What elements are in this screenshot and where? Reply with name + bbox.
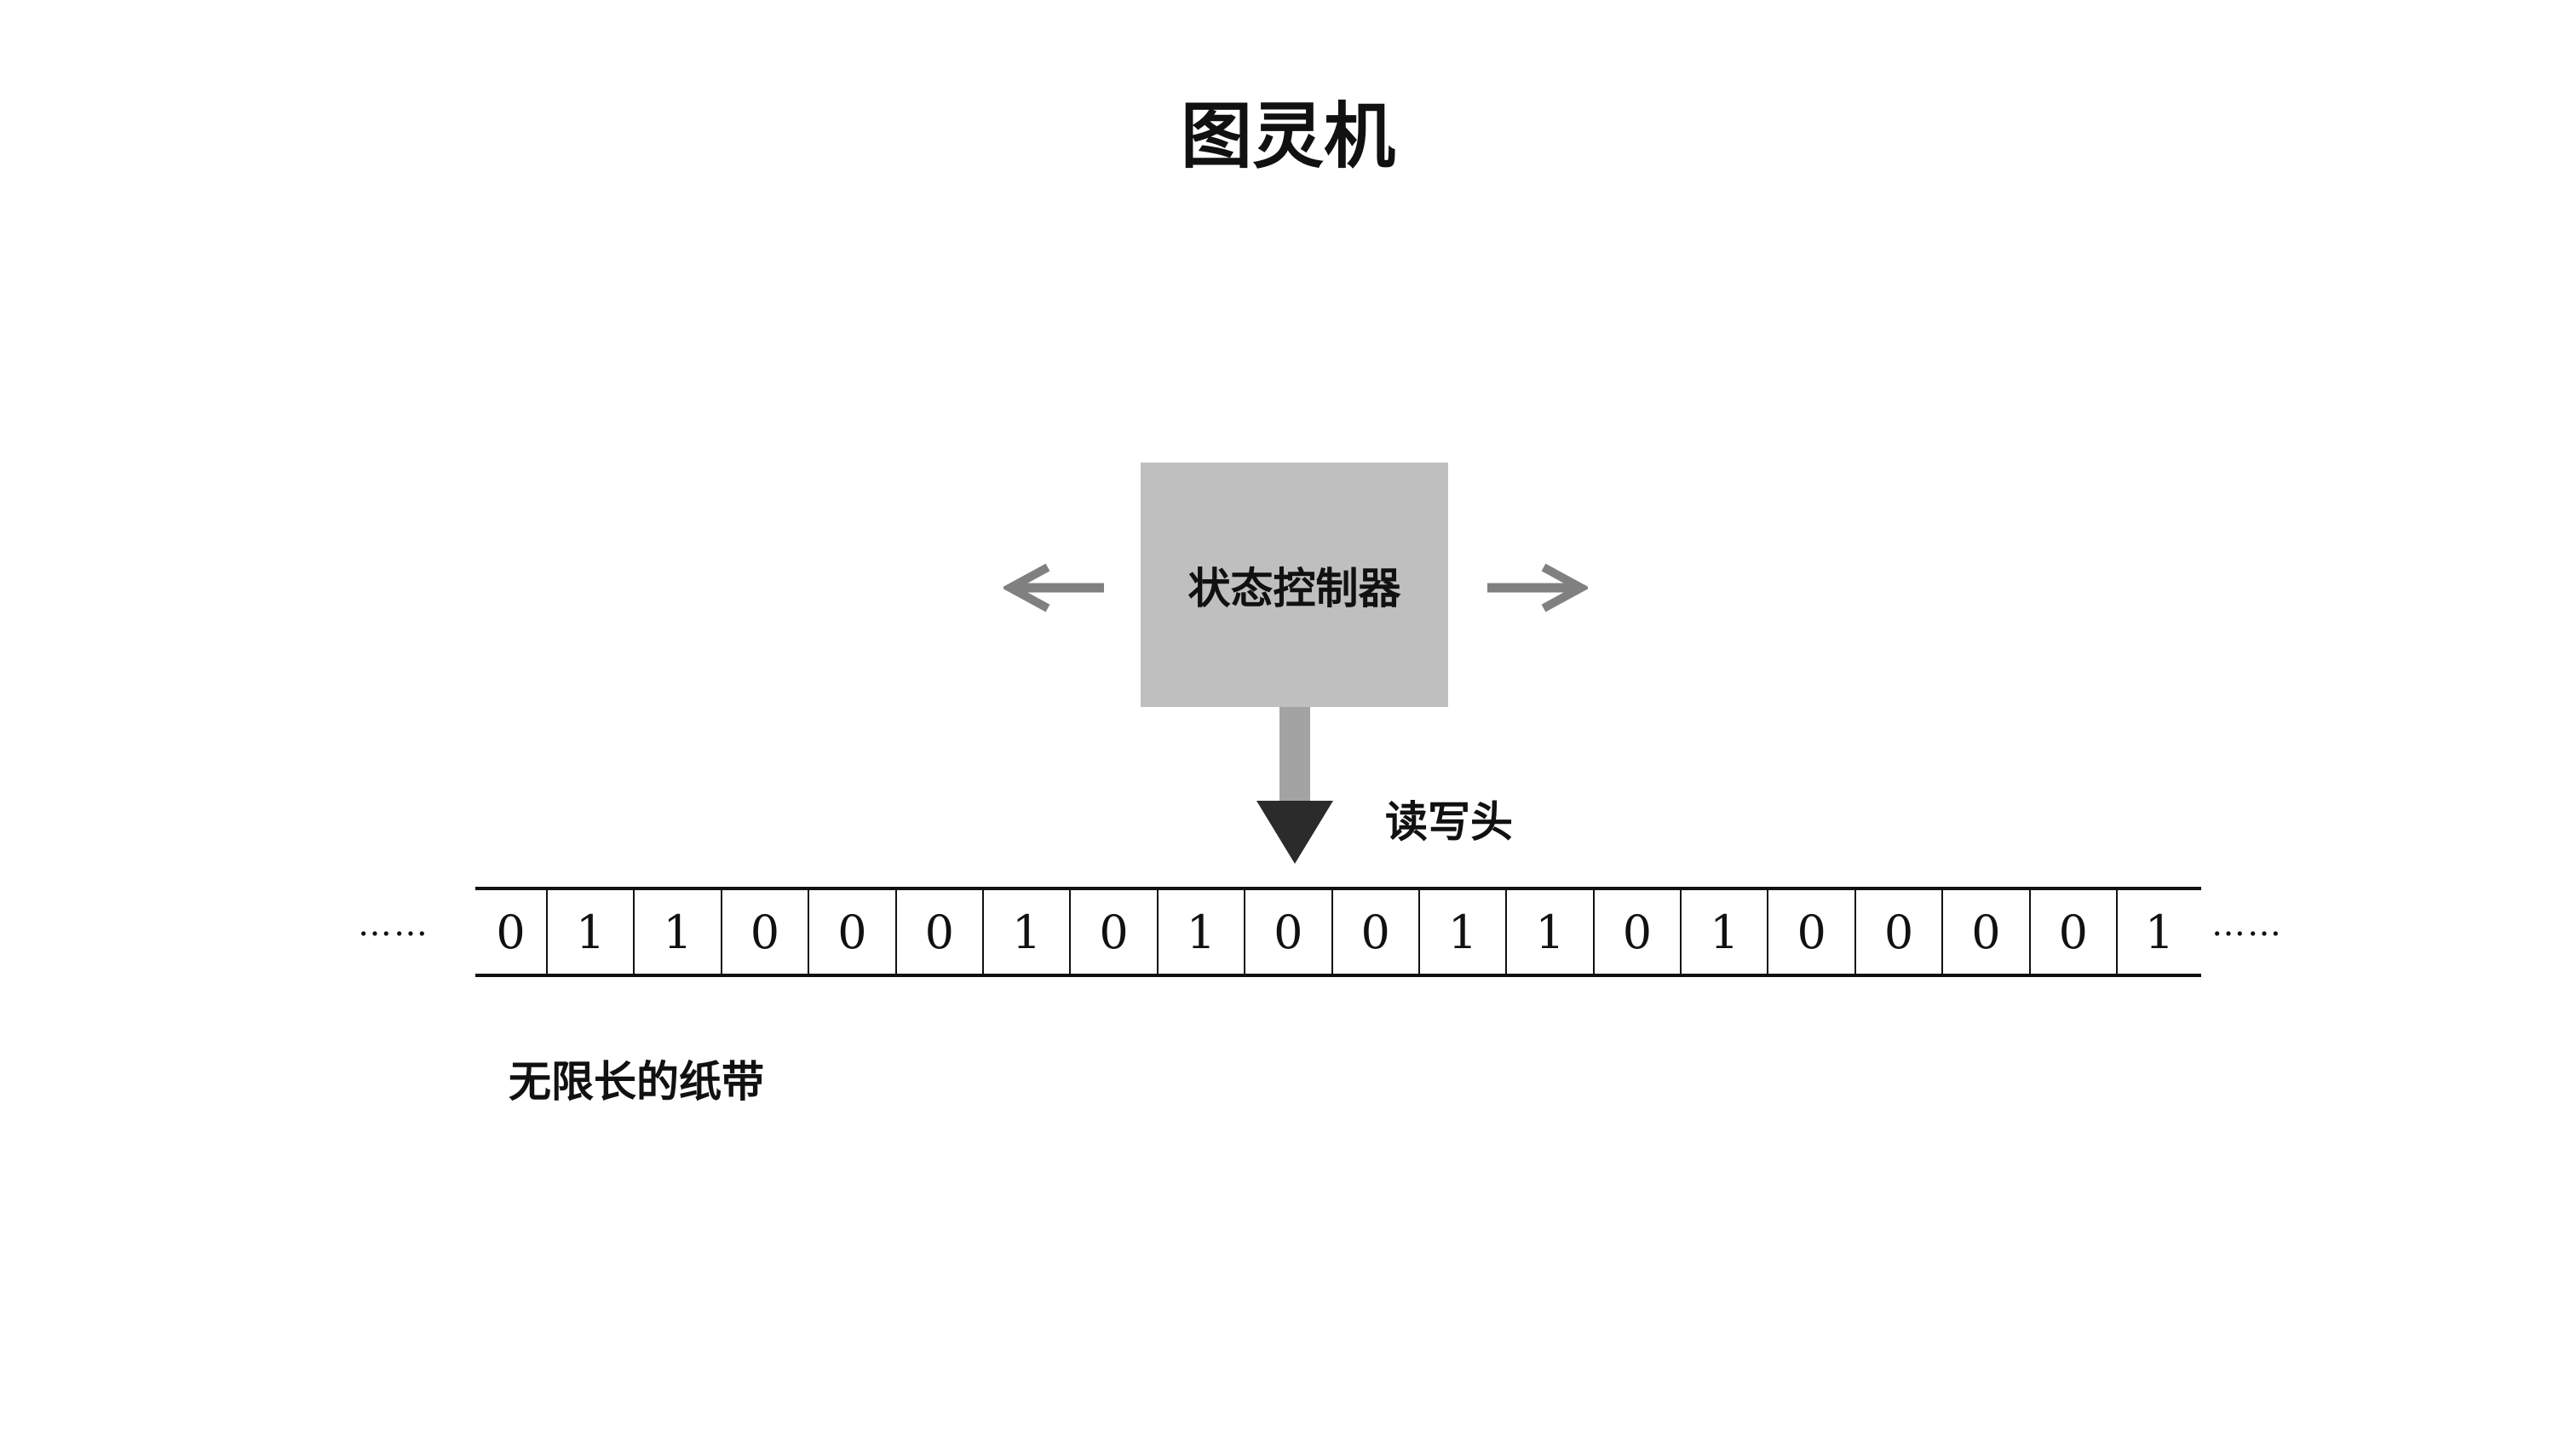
tape-cell: 0: [1595, 890, 1682, 974]
tape-cell: 0: [897, 890, 984, 974]
tape-cell: 0: [1245, 890, 1333, 974]
state-controller-box: 状态控制器: [1141, 463, 1448, 707]
tape-cell: 1: [1159, 890, 1246, 974]
diagram-title: 图灵机: [1180, 94, 1395, 178]
tape-cell: 1: [984, 890, 1072, 974]
tape-cell: 0: [722, 890, 810, 974]
tape-cell: 0: [1333, 890, 1420, 974]
tape-cell: 0: [809, 890, 897, 974]
arrow-left-icon: [1003, 563, 1104, 612]
state-controller-label: 状态控制器: [1187, 562, 1401, 613]
read-write-head-stem: [1279, 707, 1310, 802]
tape-cell: 0: [1943, 890, 2031, 974]
read-write-head-label: 读写头: [1385, 796, 1513, 847]
tape-cell: 0: [1856, 890, 1944, 974]
tape-cell: 0: [1768, 890, 1856, 974]
tape-cell: 1: [1420, 890, 1508, 974]
tape-cell: 1: [635, 890, 722, 974]
tape-cell: 1: [2144, 905, 2175, 959]
tape-label: 无限长的纸带: [509, 1056, 764, 1107]
read-write-head-pointer-icon: [1256, 801, 1333, 864]
tape-cell: 1: [1682, 890, 1769, 974]
tape-cell: 0: [2031, 890, 2119, 974]
tape-left-ellipsis: ……: [358, 905, 429, 944]
tape-cell: 0: [1071, 890, 1159, 974]
tape-cell: 1: [1507, 890, 1595, 974]
tape-cell: 1: [548, 890, 635, 974]
tape-cell: 0: [475, 890, 548, 974]
tape-right-ellipsis: ……: [2211, 905, 2283, 944]
arrow-right-icon: [1487, 563, 1588, 612]
